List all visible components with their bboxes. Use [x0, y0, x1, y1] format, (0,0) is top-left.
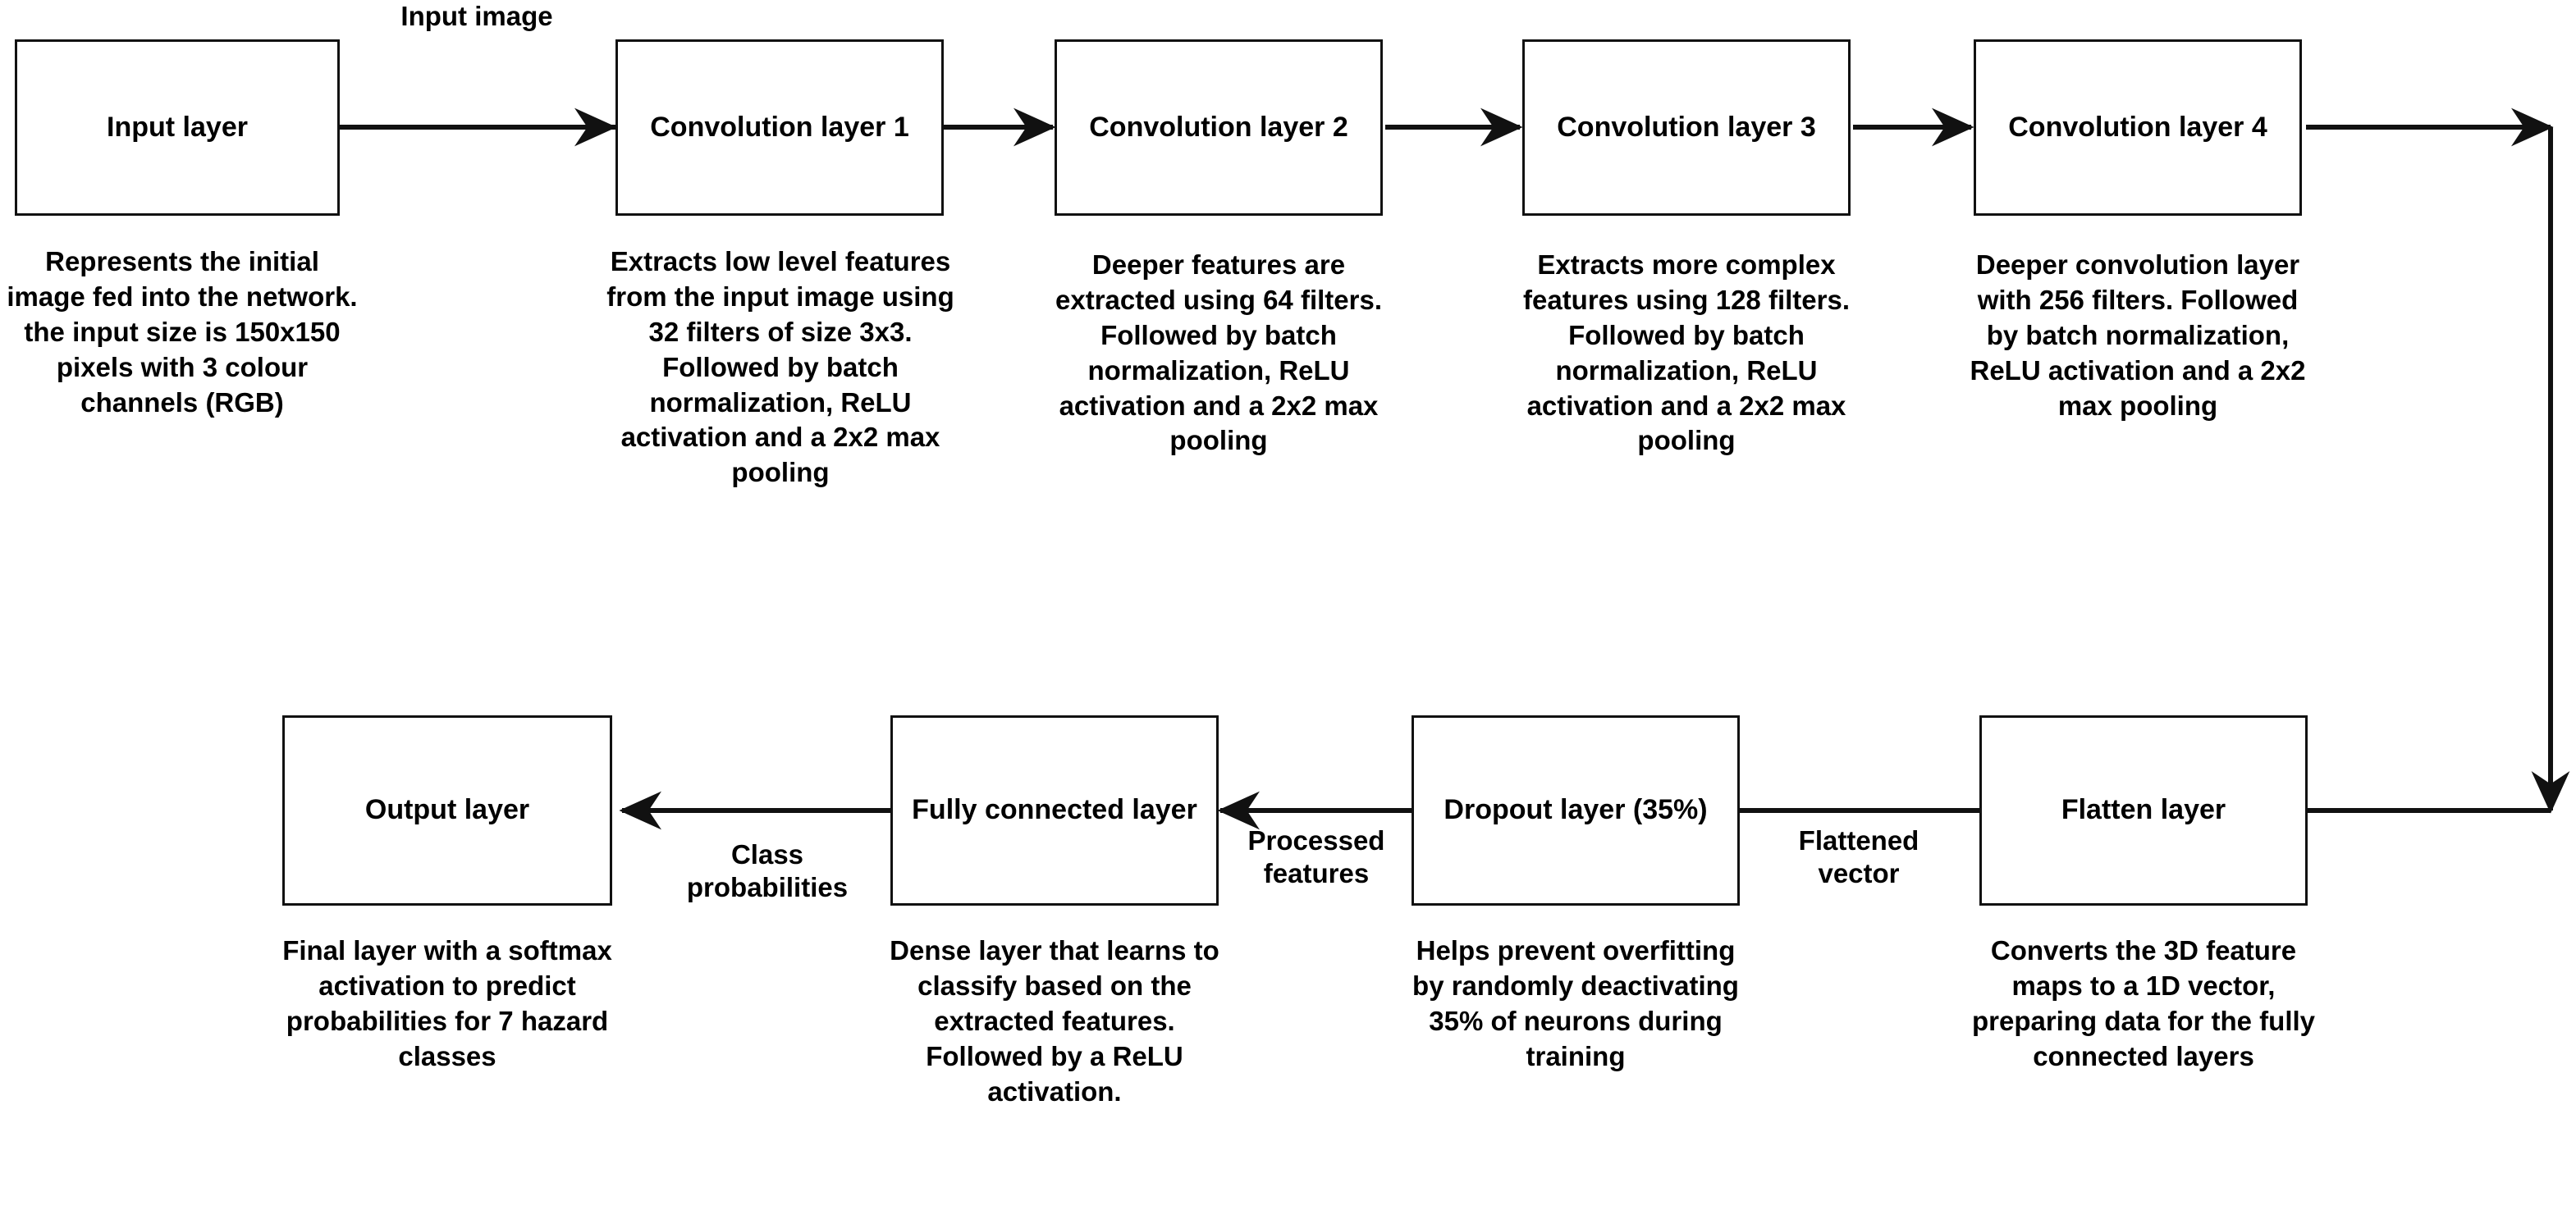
- node-conv-layer-3-label: Convolution layer 3: [1557, 111, 1816, 143]
- edge-label-processed-features: Processed features: [1247, 825, 1385, 889]
- caption-conv-layer-2: Deeper features are extracted using 64 f…: [1055, 249, 1382, 456]
- node-conv-layer-1[interactable]: Convolution layer 1: [615, 39, 944, 216]
- node-conv-layer-3[interactable]: Convolution layer 3: [1522, 39, 1851, 216]
- caption-conv-layer-3: Extracts more complex features using 128…: [1523, 249, 1850, 456]
- caption-output-layer: Final layer with a softmax activation to…: [282, 935, 612, 1071]
- node-fully-connected-layer[interactable]: Fully connected layer: [890, 715, 1219, 906]
- node-fully-connected-layer-label: Fully connected layer: [912, 794, 1197, 826]
- caption-flatten-layer: Converts the 3D feature maps to a 1D vec…: [1971, 935, 2316, 1071]
- node-conv-layer-4-label: Convolution layer 4: [2008, 111, 2267, 143]
- node-conv-layer-1-label: Convolution layer 1: [650, 111, 909, 143]
- edge-label-input-image: Input image: [400, 1, 553, 31]
- edge-label-flattened-vector: Flattened vector: [1798, 825, 1919, 889]
- node-dropout-layer-label: Dropout layer (35%): [1444, 794, 1708, 826]
- caption-dropout-layer: Helps prevent overfitting by randomly de…: [1412, 935, 1739, 1071]
- node-dropout-layer[interactable]: Dropout layer (35%): [1412, 715, 1740, 906]
- caption-input-layer: Represents the initial image fed into th…: [7, 246, 358, 418]
- node-flatten-layer[interactable]: Flatten layer: [1979, 715, 2308, 906]
- caption-fully-connected-layer: Dense layer that learns to classify base…: [890, 935, 1219, 1107]
- node-input-layer[interactable]: Input layer: [15, 39, 340, 216]
- node-output-layer[interactable]: Output layer: [282, 715, 612, 906]
- node-conv-layer-2-label: Convolution layer 2: [1089, 111, 1348, 143]
- caption-conv-layer-4: Deeper convolution layer with 256 filter…: [1970, 249, 2306, 421]
- node-conv-layer-2[interactable]: Convolution layer 2: [1055, 39, 1383, 216]
- node-conv-layer-4[interactable]: Convolution layer 4: [1974, 39, 2302, 216]
- caption-conv-layer-1: Extracts low level features from the inp…: [606, 246, 954, 488]
- node-input-layer-label: Input layer: [107, 111, 248, 143]
- node-flatten-layer-label: Flatten layer: [2061, 794, 2226, 826]
- edge-label-class-probabilities: Class probabilities: [686, 839, 849, 903]
- node-output-layer-label: Output layer: [364, 794, 530, 826]
